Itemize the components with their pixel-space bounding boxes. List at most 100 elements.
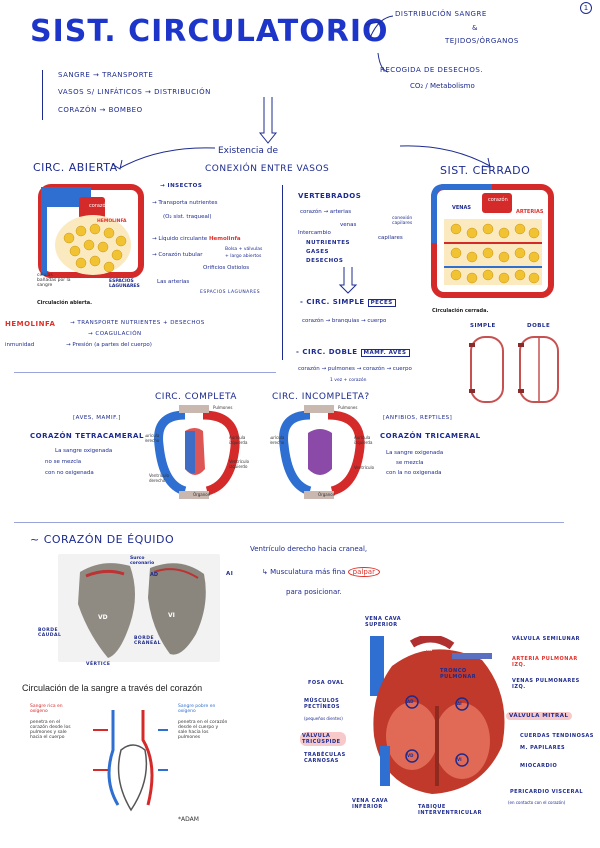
- hemolinfa-label: Hemolinfa: [5, 320, 56, 328]
- anatomy-fosa-oval: Fosa oval: [308, 680, 345, 686]
- anatomy-vi: VI: [457, 757, 462, 762]
- closed-diagram-arterias: ARTERIAS: [516, 209, 544, 215]
- open-note-corazon: → Corazón tubular: [152, 252, 203, 258]
- open-note-transporta: → Transporta nutrientes: [152, 200, 218, 206]
- incomplete-heart: Corazón tricameral: [380, 432, 481, 440]
- horse-label-vertice: Vértice: [86, 662, 111, 667]
- incomplete-note3: con la no oxigenada: [386, 470, 442, 476]
- hemolinfa-presion: → Presión (a partes del cuerpo): [66, 342, 152, 348]
- open-circ-heading: Circ. Abierta: [33, 161, 118, 174]
- anatomy-diagram: Aorta AD AI VD VI: [352, 636, 517, 796]
- vert-capilares: capilares: [378, 235, 403, 241]
- open-note-orificios: Orificios Ostiolos: [203, 265, 250, 271]
- anatomy-musculos: Músculos pectíneos: [304, 698, 340, 710]
- complete-note3: con no oxigenada: [45, 470, 94, 476]
- simple-circ-flow: corazón → branquias → cuerpo: [302, 318, 387, 324]
- top-right-line3: Recogida de desechos.: [380, 66, 484, 74]
- closed-diagram-venas: VENAS: [452, 205, 471, 211]
- incomplete-note1: La sangre oxigenada: [386, 450, 444, 456]
- flow-left-text: penetra en el corazón desde los pulmones…: [30, 720, 71, 740]
- horse-heart-photo: Surco coronario AD VD VI: [58, 554, 220, 662]
- top-right-line4: CO₂ / Metabolismo: [410, 82, 475, 90]
- anatomy-pericardio-note: (en contacto con el corazón): [508, 800, 566, 805]
- complete-note2: no se mezcla: [45, 459, 82, 465]
- anatomy-valvula-mitral: Válvula mitral: [506, 712, 572, 720]
- closed-diagram-corazon: corazón: [488, 197, 508, 203]
- intercambio-gases: gases: [306, 249, 329, 255]
- column-divider: [282, 185, 283, 360]
- open-note-insectos: → Insectos: [160, 183, 203, 189]
- closed-circulation-diagram: VENAS corazón ARTERIAS Circulación cerra…: [430, 183, 555, 318]
- components-bracket: [42, 70, 47, 120]
- flow-left-red: Sangre rica en oxígeno: [30, 704, 63, 714]
- title-arrows: [364, 21, 380, 26]
- flow-diagram: Sangre rica en oxígeno penetra en el cor…: [28, 700, 233, 830]
- open-diagram-espacios: ESPACIOS LAGUNARES: [109, 279, 140, 289]
- incomplete-heart-diagram: Pulmones Aurícula derecho Aurícula izqui…: [270, 405, 380, 500]
- double-circ-flow: corazón → pulmones → corazón → cuerpo: [298, 366, 412, 372]
- anatomy-cuerdas: Cuerdas tendinosas: [520, 733, 594, 739]
- complete-label-organos: Órganos: [193, 492, 210, 497]
- incomplete-note2: se mezcla: [396, 460, 424, 466]
- flow-brand: *ADAM: [178, 816, 199, 823]
- horse-note2: ↳ Musculatura más fina palpar: [262, 567, 380, 577]
- incomplete-label-auricula-izq: Aurícula izquierda: [354, 435, 373, 445]
- anatomy-vena-cava-sup: Vena cava superior: [365, 616, 402, 628]
- top-right-line2: tejidos/órganos: [445, 37, 519, 45]
- double-circ-heading: - Circ. Doble Mamf. Aves: [296, 348, 410, 357]
- horse-label-ad: AD: [150, 572, 159, 578]
- page-title: Sist. Circulatorio: [30, 14, 389, 49]
- incomplete-label-ventriculo: Ventrículo: [354, 465, 375, 470]
- open-note-bolsa: Bolsa + válvulas: [225, 247, 263, 252]
- anatomy-vena-cava-inf: Vena cava inferior: [352, 798, 389, 810]
- vert-venas: venas: [340, 222, 357, 228]
- open-diagram-corazon: corazón: [89, 203, 109, 209]
- complete-heart-diagram: Pulmones Aurícula derecho Aurícula izqui…: [145, 405, 255, 500]
- complete-label-auricula-izq: Aurícula izquierda: [229, 435, 248, 445]
- horse-label-borde-craneal: Borde craneal: [134, 636, 161, 646]
- hemolinfa-transporte: → Transporte nutrientes + desechos: [70, 320, 205, 326]
- complete-note1: La sangre oxigenada: [55, 448, 113, 454]
- hemolinfa-coagulacion: → coagulación: [88, 331, 142, 337]
- double-circ-note: 1 vez + corazón: [330, 378, 367, 383]
- flow-right-title: Sangre pobre en oxígeno: [178, 704, 216, 714]
- incomplete-tag: [Anfibios, reptiles]: [383, 415, 453, 421]
- incomplete-label-organos: Órganos: [318, 492, 335, 497]
- existence-line2: conexión entre vasos: [205, 164, 330, 174]
- divider-2: [14, 522, 564, 523]
- horse-label-vd: VD: [98, 614, 108, 621]
- page-number: 1: [580, 2, 592, 14]
- incomplete-heading: Circ. Incompleta?: [272, 392, 370, 402]
- component-3: Corazón → Bombeo: [58, 106, 143, 114]
- existence-arcs: [111, 145, 491, 170]
- horse-label-ai: AI: [226, 571, 234, 577]
- closed-circ-heading: Sist. Cerrado: [440, 164, 531, 177]
- vert-conexion: conexión capilares: [392, 216, 413, 226]
- open-note-liquido: → Líquido circulante Hemolinfa: [152, 236, 241, 242]
- open-note-o2: (O₂ sist. traqueal): [163, 214, 212, 220]
- horse-note3: para posicionar.: [286, 588, 342, 596]
- complete-tag: [Aves, mamif.]: [73, 415, 121, 421]
- vert-corazon: corazón → arterias: [300, 209, 352, 215]
- flow-right-text: penetra en el corazón desde el cuerpo y …: [178, 720, 228, 740]
- anatomy-trabeculas: Trabéculas carnosas: [304, 752, 346, 764]
- incomplete-label-auricula-der: Aurícula derecho: [270, 435, 285, 445]
- anatomy-m-papilares: M. papilares: [520, 745, 566, 751]
- anatomy-valvula-semilunar: Válvula semilunar: [512, 636, 580, 642]
- anatomy-pericardio: Pericardio visceral: [510, 789, 584, 795]
- doble-diagram-label: Doble: [527, 323, 551, 329]
- anatomy-musculos-note: (pequeños dientes): [304, 716, 343, 721]
- anatomy-vd: VD: [407, 753, 414, 758]
- divider-1: [14, 372, 276, 373]
- anatomy-miocardio: Miocardio: [520, 763, 558, 769]
- component-1: Sangre → Transporte: [58, 71, 154, 79]
- open-diagram-celulas: células bañadas por la sangre: [37, 273, 71, 288]
- vertebrados-heading: Vertebrados: [298, 192, 362, 200]
- anatomy-tronco: Tronco pulmonar: [440, 668, 477, 680]
- existence-line1: Existencia de: [218, 146, 279, 156]
- component-2: Vasos s/ linfáticos → Distribución: [58, 88, 211, 96]
- open-diagram-caption: Circulación abierta.: [37, 300, 93, 306]
- anatomy-ai: AI: [457, 701, 462, 706]
- horse-label-vi: VI: [168, 612, 175, 619]
- simple-doble-diagram: [469, 336, 559, 403]
